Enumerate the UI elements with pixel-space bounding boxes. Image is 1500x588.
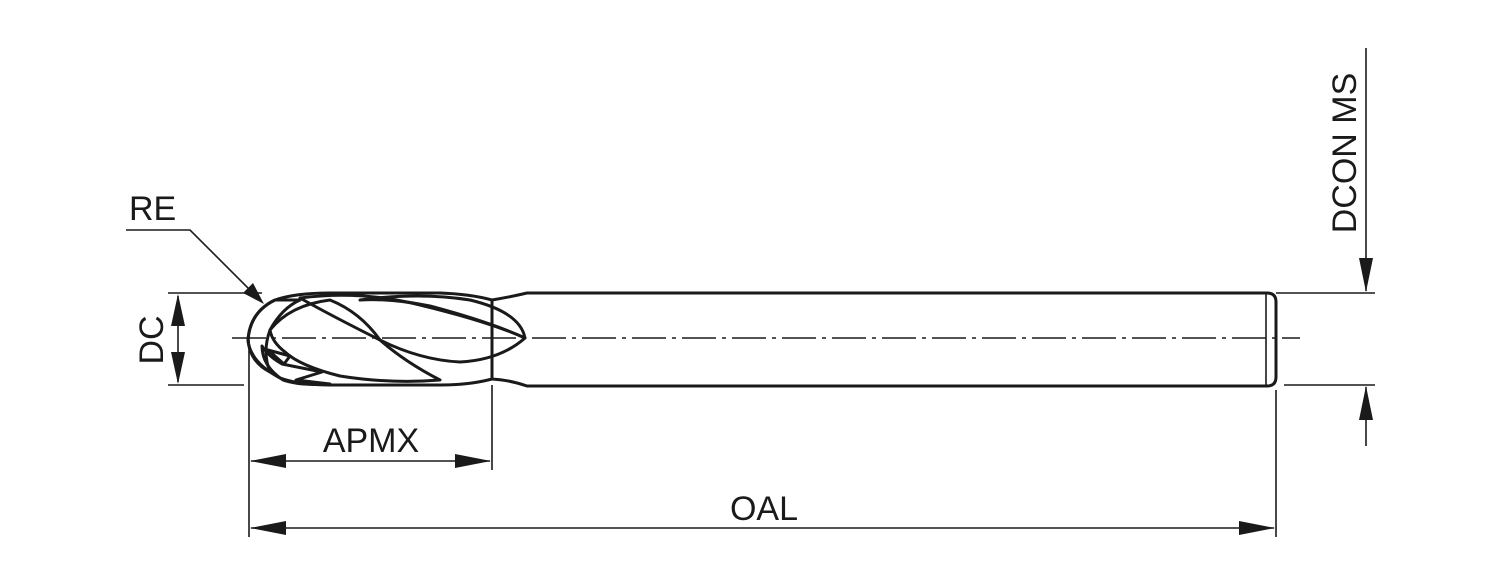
ball-nose-face: [246, 298, 302, 374]
oal-dimension: OAL: [250, 490, 1275, 535]
re-label: RE: [129, 190, 176, 228]
helix-land-3: [268, 298, 442, 383]
extension-lines: [168, 292, 1375, 537]
oal-arrow-left: [250, 521, 286, 535]
re-dimension: RE: [126, 190, 264, 304]
re-arrowhead: [243, 283, 264, 304]
tip-gash: [260, 344, 332, 386]
dc-label: DC: [133, 315, 171, 364]
dc-arrow-bottom: [171, 352, 185, 384]
re-leader-line: [126, 229, 259, 299]
apmx-arrow-right: [455, 454, 491, 468]
helix-land-2: [358, 294, 527, 340]
dc-dimension: DC: [133, 294, 185, 384]
dcon-ms-dimension: DCON MS: [1326, 48, 1373, 446]
apmx-label: APMX: [323, 422, 419, 460]
end-mill-body: [246, 291, 1278, 388]
dcon-ms-label: DCON MS: [1326, 73, 1364, 234]
apmx-dimension: APMX: [250, 422, 491, 468]
oal-label: OAL: [730, 490, 798, 528]
dc-arrow-top: [171, 294, 185, 326]
dcon-arrow-bottom: [1359, 386, 1373, 420]
flute-section: [246, 291, 494, 387]
oal-arrow-right: [1239, 521, 1275, 535]
apmx-arrow-left: [250, 454, 286, 468]
dcon-arrow-top: [1359, 258, 1373, 292]
shank: [490, 291, 1278, 388]
tip-gash-inner: [266, 348, 292, 366]
